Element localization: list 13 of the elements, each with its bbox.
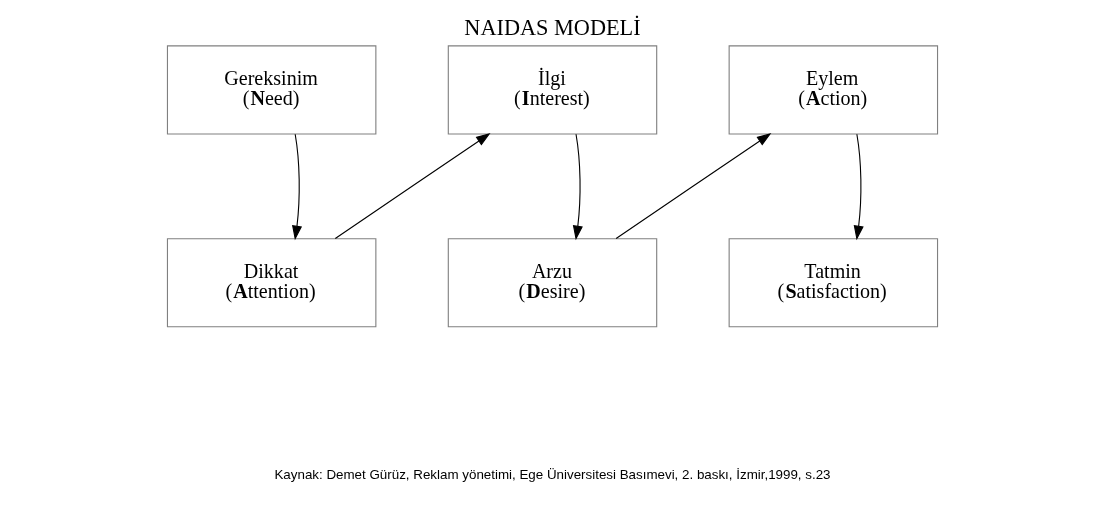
node-box: İlgi (Interest) — [447, 45, 658, 135]
arrow — [292, 133, 303, 241]
arrow — [615, 133, 772, 239]
arrow — [853, 133, 864, 241]
diagram-title: NAIDAS MODELİ — [464, 14, 641, 40]
caption: Kaynak: Demet Gürüz, Reklam yönetimi, Ege Üniversitesi Basımevi, 2. baskı, İzmir,1999, s.23 — [274, 466, 831, 482]
node-box: Arzu (Desire) — [447, 238, 658, 328]
node-box: Tatmin (Satisfaction) — [728, 238, 939, 328]
node-box: Dikkat (Attention) — [166, 238, 377, 328]
arrow — [334, 133, 491, 239]
node-box: Eylem (Action) — [728, 45, 939, 135]
arrow — [572, 133, 583, 241]
node-box: Gereksinim (Need) — [166, 45, 377, 135]
